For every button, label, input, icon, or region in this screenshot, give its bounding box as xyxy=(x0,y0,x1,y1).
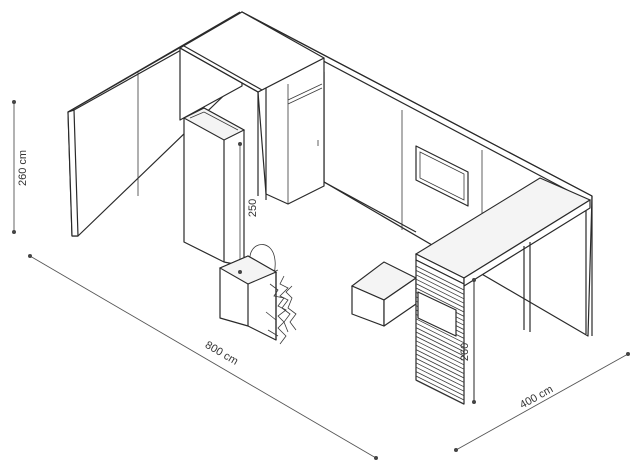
storage-room xyxy=(179,11,325,205)
tv-screen xyxy=(415,145,469,207)
depth-dimension: 400 cm xyxy=(454,352,630,452)
counter-height-dimension: 260 xyxy=(459,278,476,404)
length-label: 800 cm xyxy=(203,339,240,368)
counter-slat xyxy=(415,287,465,313)
tall-column xyxy=(182,107,246,272)
counter-slat xyxy=(415,283,465,308)
low-table xyxy=(350,261,418,327)
counter-slat xyxy=(415,331,465,357)
counter-slat xyxy=(415,362,465,388)
counter-slat xyxy=(415,349,465,374)
reception-desk xyxy=(218,255,278,341)
counter-slat xyxy=(415,336,465,361)
counter-slat xyxy=(415,318,465,344)
counter-slat xyxy=(415,358,465,383)
counter-slat xyxy=(415,366,465,392)
counter-slat xyxy=(415,265,465,291)
counter-slat xyxy=(415,327,465,352)
counter-height-label: 260 xyxy=(459,343,471,361)
counter-slat xyxy=(415,270,465,295)
counter-slat xyxy=(415,322,465,348)
storage-height-label: 250 xyxy=(247,199,259,217)
counter-screen xyxy=(417,291,457,337)
counter-slat xyxy=(415,278,465,304)
height-dimension: 260 cm xyxy=(12,100,29,234)
total-height-label: 260 cm xyxy=(17,150,29,186)
length-dimension: 800 cm xyxy=(28,254,378,460)
counter-slat xyxy=(415,344,465,370)
counter-slat xyxy=(415,375,465,401)
storage-height-dimension: 250 xyxy=(238,142,259,274)
counter-slat xyxy=(415,380,465,405)
counter-slat xyxy=(415,371,465,396)
plant xyxy=(265,275,297,345)
counter-slat xyxy=(415,353,465,379)
counter-slat xyxy=(415,274,465,300)
counter-slat xyxy=(415,340,465,366)
counter-slats xyxy=(415,265,465,405)
